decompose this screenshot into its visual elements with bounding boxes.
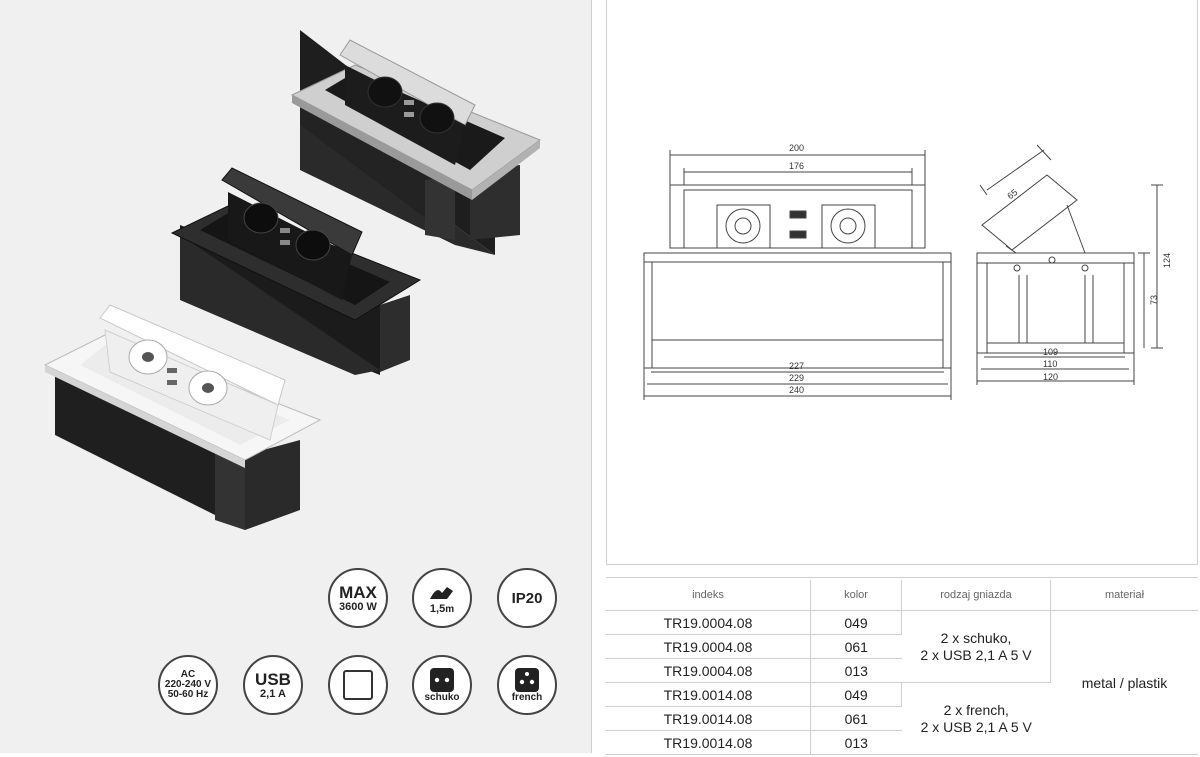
dim-240: 240 (789, 385, 804, 395)
cell-kolor: 013 (810, 658, 902, 683)
dim-200: 200 (789, 143, 804, 153)
header-material: materiał (1050, 580, 1198, 611)
usb-icon: USB 2,1 A (243, 655, 303, 715)
square-frame-icon (328, 655, 388, 715)
product-silver (290, 30, 542, 255)
dim-229: 229 (789, 373, 804, 383)
cell-indeks: TR19.0014.08 (606, 706, 811, 731)
product-panel: MAX 3600 W 1,5m IP20 AC 220-240 V 50-60 … (0, 0, 592, 753)
table-row: TR19.0004.08 013 (606, 658, 1198, 683)
cell-kolor: 061 (810, 634, 902, 659)
schuko-glyph-icon (430, 668, 454, 692)
header-indeks: indeks (606, 580, 811, 611)
voltage-icon: AC 220-240 V 50-60 Hz (158, 655, 218, 715)
cell-socket-group-2: 2 x french, 2 x USB 2,1 A 5 V (901, 682, 1051, 755)
technical-drawing: 200 176 227 229 240 65 124 73 109 110 12… (643, 143, 1172, 400)
table-row: TR19.0004.08 061 (606, 634, 1198, 659)
spec-table: indeks kolor rodzaj gniazda materiał TR1… (606, 580, 1198, 755)
cell-kolor: 061 (810, 706, 902, 731)
table-row: TR19.0014.08 049 2 x french, 2 x USB 2,1… (606, 682, 1198, 755)
table-top-border (606, 577, 1198, 578)
cell-material: metal / plastik (1050, 610, 1198, 755)
header-kolor: kolor (810, 580, 902, 611)
cell-kolor: 049 (810, 682, 902, 707)
cell-socket-group-1: 2 x schuko, 2 x USB 2,1 A 5 V (901, 610, 1051, 683)
dim-73: 73 (1149, 295, 1159, 305)
table-row: TR19.0014.08 061 (606, 706, 1198, 731)
dim-227: 227 (789, 361, 804, 371)
product-renders (43, 30, 542, 530)
table-row: TR19.0004.08 049 2 x schuko, 2 x USB 2,1… (606, 610, 1198, 755)
technical-drawing-panel: 200 176 227 229 240 65 124 73 109 110 12… (606, 0, 1198, 565)
dim-110: 110 (1043, 359, 1057, 369)
header-rodzaj-gniazda: rodzaj gniazda (901, 580, 1051, 611)
table-row: TR19.0014.08 013 (606, 730, 1198, 755)
max-power-icon: MAX 3600 W (328, 568, 388, 628)
cell-kolor: 013 (810, 730, 902, 755)
product-black (170, 167, 422, 375)
cell-indeks: TR19.0014.08 (606, 682, 811, 707)
cell-indeks: TR19.0004.08 (606, 634, 811, 659)
ip20-icon: IP20 (497, 568, 557, 628)
product-white (43, 304, 322, 530)
dim-124: 124 (1162, 253, 1172, 268)
plug-glyph-icon (430, 587, 453, 599)
plug-cable-icon: 1,5m (412, 568, 472, 628)
french-glyph-icon (515, 668, 539, 692)
schuko-socket-icon: schuko (412, 655, 472, 715)
cell-indeks: TR19.0004.08 (606, 610, 811, 635)
dim-176: 176 (789, 161, 804, 171)
cell-indeks: TR19.0004.08 (606, 658, 811, 683)
cell-kolor: 049 (810, 610, 902, 635)
dim-120: 120 (1043, 372, 1058, 382)
cell-indeks: TR19.0014.08 (606, 730, 811, 755)
french-socket-icon: french (497, 655, 557, 715)
dim-109: 109 (1043, 347, 1058, 357)
table-header-row: indeks kolor rodzaj gniazda materiał (606, 580, 1198, 611)
dim-65: 65 (1005, 187, 1019, 201)
